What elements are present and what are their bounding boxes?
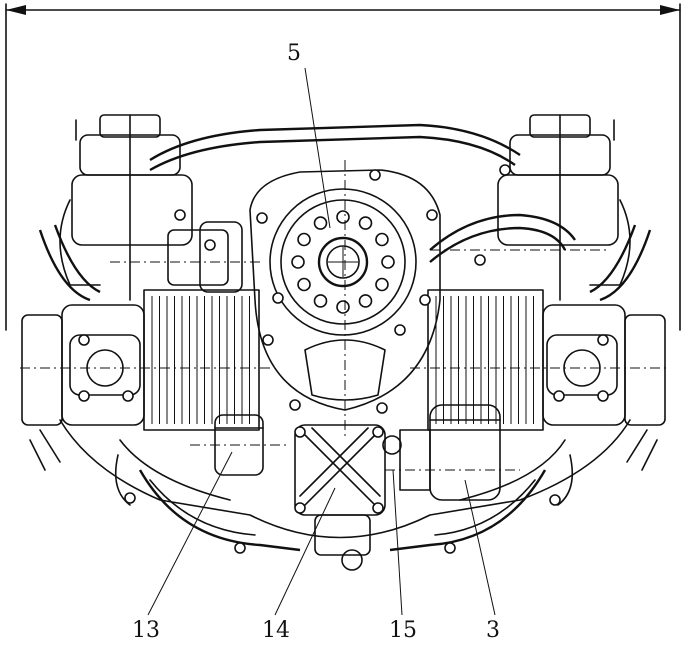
callout-3: 3 bbox=[486, 618, 500, 643]
timing-cover bbox=[249, 160, 441, 440]
left-cylinder-bank bbox=[20, 289, 275, 431]
right-pipes bbox=[557, 224, 658, 506]
crankcase-lower-housing bbox=[59, 419, 631, 552]
width-dimension-line bbox=[5, 3, 681, 331]
oil-canister-right bbox=[382, 404, 520, 501]
right-cylinder-bank bbox=[410, 289, 667, 431]
oil-filter-left bbox=[190, 414, 290, 476]
callout-14: 14 bbox=[262, 618, 290, 643]
leader-lines bbox=[147, 67, 496, 616]
callout-15: 15 bbox=[389, 618, 417, 643]
callout-13: 13 bbox=[132, 618, 160, 643]
oil-pump-cover bbox=[294, 424, 386, 571]
crankshaft-pulley bbox=[269, 188, 417, 336]
bolt-heads bbox=[124, 164, 561, 554]
callout-5: 5 bbox=[287, 41, 301, 66]
balance-tube bbox=[149, 123, 576, 263]
left-pipes bbox=[29, 224, 131, 506]
right-carburetor bbox=[430, 114, 631, 301]
left-carburetor bbox=[59, 114, 260, 301]
